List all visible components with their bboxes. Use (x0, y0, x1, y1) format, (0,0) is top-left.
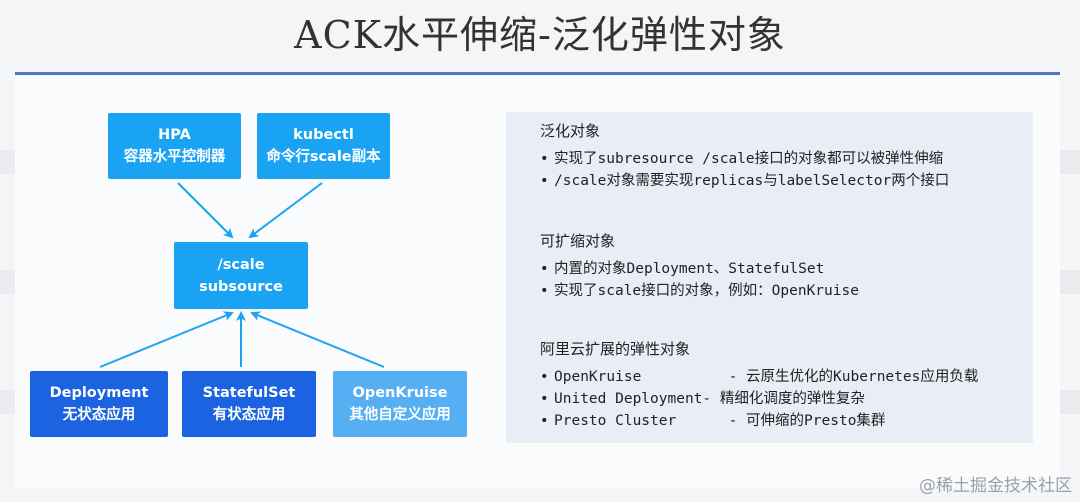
node-kubectl-name: kubectl (293, 127, 354, 143)
node-hpa-desc: 容器水平控制器 (123, 149, 226, 165)
bullet-item: OpenKruise - 云原生优化的Kubernetes应用负载 (540, 366, 1033, 388)
bullet-item: 实现了subresource /scale接口的对象都可以被弹性伸缩 (540, 148, 1033, 170)
description-panel: 泛化对象 实现了subresource /scale接口的对象都可以被弹性伸缩 … (506, 112, 1033, 443)
node-hpa-name: HPA (158, 127, 191, 143)
node-deployment: Deployment 无状态应用 (30, 371, 168, 437)
node-hpa: HPA 容器水平控制器 (108, 113, 241, 179)
section-title: 阿里云扩展的弹性对象 (540, 340, 691, 358)
node-scale-subresource: /scale subsource (174, 242, 308, 309)
node-statefulset-name: StatefulSet (202, 385, 296, 401)
bullet-item: /scale对象需要实现replicas与labelSelector两个接口 (540, 170, 1033, 192)
node-openkruise: OpenKruise 其他自定义应用 (333, 371, 467, 437)
bullet-item: United Deployment- 精细化调度的弹性复杂 (540, 388, 1033, 410)
slide-title: ACK水平伸缩-泛化弹性对象 (294, 13, 786, 57)
node-kubectl-desc: 命令行scale副本 (266, 149, 381, 165)
bullet-item: 内置的对象Deployment、StatefulSet (540, 258, 1033, 280)
section-title: 可扩缩对象 (540, 232, 616, 250)
watermark: @稀土掘金技术社区 (919, 476, 1072, 496)
node-scale-name: /scale (217, 256, 265, 273)
node-deployment-name: Deployment (49, 385, 149, 401)
title-divider (15, 72, 1060, 75)
bullet-item: 实现了scale接口的对象，例如：OpenKruise (540, 280, 1033, 302)
node-openkruise-name: OpenKruise (352, 385, 448, 401)
section-title: 泛化对象 (540, 122, 601, 140)
node-statefulset-desc: 有状态应用 (212, 407, 286, 423)
node-scale-desc: subsource (199, 278, 283, 295)
node-deployment-desc: 无状态应用 (62, 407, 136, 423)
node-statefulset: StatefulSet 有状态应用 (182, 371, 316, 437)
bullet-item: Presto Cluster - 可伸缩的Presto集群 (540, 410, 1033, 432)
node-kubectl: kubectl 命令行scale副本 (257, 113, 390, 179)
node-openkruise-desc: 其他自定义应用 (349, 407, 451, 423)
